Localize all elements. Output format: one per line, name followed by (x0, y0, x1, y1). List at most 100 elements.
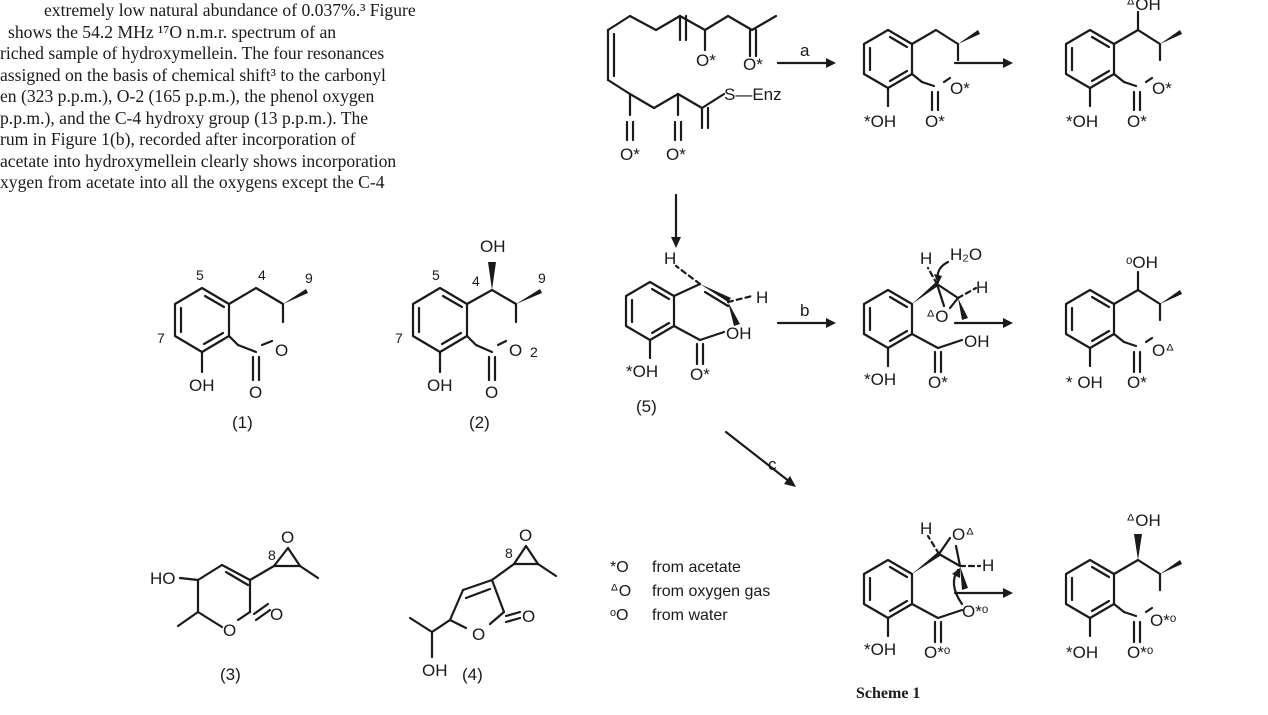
locant: 5 (432, 267, 440, 283)
legend-symbol: ᐞO (610, 583, 631, 600)
atom-label: H (920, 249, 932, 268)
atom-label: O (519, 526, 532, 545)
atom-label: Oᐞ (952, 525, 974, 544)
compound-1 (173, 286, 308, 382)
atom-label: O* (1152, 79, 1172, 98)
atom-label: O (509, 341, 522, 360)
atom-label: Oᐞ (1152, 341, 1174, 360)
atom-label: H (976, 278, 988, 297)
atom-label: O*ᵒ (1150, 611, 1176, 630)
atom-label: ᐞOH (1126, 0, 1161, 14)
atom-label: O* (1127, 373, 1147, 392)
polyketide-chain (606, 14, 778, 142)
legend-text: from oxygen gas (652, 583, 770, 600)
atom-label: HO (150, 569, 176, 588)
atom-label: *OH (1066, 112, 1098, 131)
enzyme-label: S—Enz (724, 85, 782, 104)
atom-label: * OH (1066, 373, 1103, 392)
atom-label: ᵒOH (1126, 253, 1158, 272)
scheme-product-c (1064, 534, 1182, 644)
atom-label: ᐞOH (1126, 511, 1161, 530)
isotope-legend: *O from acetate ᐞO from oxygen gas ᵒO fr… (610, 559, 770, 624)
atom-label: H (982, 556, 994, 575)
epoxide-intermediate-c (862, 534, 982, 644)
text-line: assigned on the basis of chemical shift³… (0, 64, 386, 85)
atom-label: OH (189, 376, 215, 395)
atom-label: O* (696, 51, 716, 70)
locant: 7 (395, 330, 403, 346)
text-line: acetate into hydroxymellein clearly show… (0, 150, 397, 171)
compound-label: (2) (469, 413, 490, 432)
locant: 8 (505, 545, 513, 561)
article-text-block: extremely low natural abundance of 0.037… (0, 0, 560, 194)
atom-label: O (472, 625, 485, 644)
step-label: c (768, 455, 777, 474)
atom-label: OH (422, 661, 448, 680)
text-line: shows the 54.2 MHz ¹⁷O n.m.r. spectrum o… (8, 21, 337, 42)
step-label: b (800, 301, 809, 320)
atom-label: OH (964, 332, 990, 351)
scheme-product-b (1064, 270, 1182, 374)
locant: 9 (305, 270, 313, 286)
atom-label: O* (1127, 112, 1147, 131)
compound-3 (176, 546, 320, 629)
text-line: p.p.m.), and the C-4 hydroxy group (13 p… (0, 107, 369, 128)
locant: 9 (538, 270, 546, 286)
atom-label: O* (928, 373, 948, 392)
atom-label: O*ᵒ (924, 643, 950, 662)
atom-label: *OH (864, 370, 896, 389)
legend-symbol: *O (610, 559, 629, 576)
text-line: xygen from acetate into all the oxygens … (0, 172, 385, 192)
atom-label: O (275, 341, 288, 360)
atom-label: O*ᵒ (1127, 643, 1153, 662)
compound-label: (3) (220, 665, 241, 684)
locant: 7 (157, 330, 165, 346)
atom-label: O* (690, 365, 710, 384)
atom-label: H (756, 288, 768, 307)
epoxide-intermediate-b (862, 260, 978, 374)
atom-label: *OH (626, 362, 658, 381)
scheme-caption: Scheme 1 (856, 685, 920, 702)
compound-label: (4) (462, 665, 483, 684)
atom-label: *OH (864, 640, 896, 659)
locant: 8 (268, 547, 276, 563)
atom-label: *OH (864, 112, 896, 131)
atom-label: H₂O (950, 245, 982, 264)
text-line: rum in Figure 1(b), recorded after incor… (0, 129, 356, 149)
atom-label: O* (743, 55, 763, 74)
atom-label: O* (620, 145, 640, 164)
compound-label: (5) (636, 397, 657, 416)
atom-label: O (522, 607, 535, 626)
atom-label: H (920, 519, 932, 538)
atom-label: O (270, 605, 283, 624)
locant: 4 (472, 273, 480, 289)
text-line: riched sample of hydroxymellein. The fou… (0, 43, 385, 63)
atom-label: O* (950, 79, 970, 98)
text-line: extremely low natural abundance of 0.037… (44, 0, 416, 20)
atom-label: O (485, 383, 498, 402)
compound-2 (411, 262, 542, 382)
atom-label: O* (666, 145, 686, 164)
locant: 5 (196, 267, 204, 283)
atom-label: OH (726, 324, 752, 343)
reaction-arrows (671, 58, 1013, 598)
locant: 4 (258, 267, 266, 283)
legend-text: from water (652, 607, 728, 624)
compound-4 (408, 544, 558, 659)
atom-label: O* (925, 112, 945, 131)
atom-label: *OH (1066, 643, 1098, 662)
scheme-product-a2 (1064, 10, 1182, 112)
atom-label: O (281, 528, 294, 547)
compound-5 (624, 264, 754, 366)
locant: 2 (530, 344, 538, 360)
atom-label: O*ᵒ (962, 602, 988, 621)
atom-label: H (664, 249, 676, 268)
step-label: a (800, 41, 810, 60)
legend-symbol: ᵒO (610, 607, 628, 624)
compound-label: (1) (232, 413, 253, 432)
atom-label: O (223, 621, 236, 640)
atom-label: OH (427, 376, 453, 395)
atom-label: ᐞO (926, 307, 948, 326)
scheme-product-a1 (862, 28, 980, 112)
